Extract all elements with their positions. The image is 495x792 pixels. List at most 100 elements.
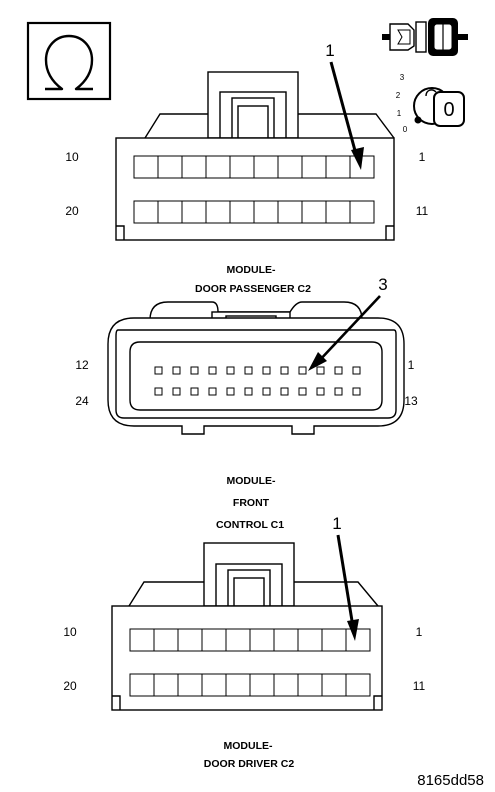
connector-caption: MODULE- — [224, 740, 273, 752]
pin-7 — [244, 366, 253, 375]
callout-arrow — [317, 295, 381, 363]
pin-label-top-left: 10 — [63, 625, 77, 639]
pin-cavity-15 — [249, 673, 275, 697]
pin-cavity-4 — [277, 155, 303, 179]
pin-14 — [334, 387, 343, 396]
pin-cavity-3 — [301, 155, 327, 179]
key-position-label: 0 — [443, 99, 454, 121]
pin-grid — [154, 366, 361, 396]
pin-18 — [262, 387, 271, 396]
pin-grid — [133, 155, 375, 224]
pin-cavity-12 — [325, 200, 351, 224]
pin-cavity-1 — [345, 628, 371, 652]
switch-position-2: 2 — [396, 91, 401, 100]
connector-caption: CONTROL C1 — [216, 519, 284, 531]
pin-12 — [154, 366, 163, 375]
pin-cavity-14 — [277, 200, 303, 224]
switch-position-0: 0 — [403, 125, 408, 134]
connector-front-control-c1: 12 1 24 13 3 MODULE- FRONT CONTROL C1 — [75, 275, 418, 531]
pin-15 — [316, 387, 325, 396]
pin-cavity-8 — [181, 155, 207, 179]
pin-cavity-5 — [249, 628, 275, 652]
figure-reference: 8165dd58 — [417, 772, 484, 789]
connector-caption: DOOR DRIVER C2 — [204, 758, 295, 770]
pin-cavity-20 — [133, 200, 159, 224]
callout-number: 1 — [332, 514, 341, 533]
pin-grid — [129, 628, 371, 697]
pin-label-top-right: 1 — [416, 625, 423, 639]
pin-cavity-11 — [349, 200, 375, 224]
connector-door-driver-c2: 10 1 20 11 1 MODULE- DOOR DRIVER C2 — [63, 514, 425, 770]
pin-label-bottom-right: 13 — [404, 394, 418, 408]
key-switch-icon: 0 3 2 1 0 — [396, 73, 465, 134]
pin-5 — [280, 366, 289, 375]
callout-arrow — [336, 534, 355, 628]
pin-label-top-right: 1 — [419, 150, 426, 164]
pin-10 — [190, 366, 199, 375]
callout-arrowhead — [351, 147, 364, 170]
pin-cavity-6 — [229, 155, 255, 179]
switch-position-3: 3 — [400, 73, 405, 82]
pin-cavity-19 — [153, 673, 179, 697]
pin-9 — [208, 366, 217, 375]
pin-cavity-7 — [205, 155, 231, 179]
ohm-symbol-icon — [26, 21, 112, 101]
pin-label-bottom-left: 20 — [63, 679, 77, 693]
callout-arrowhead — [347, 619, 359, 641]
pin-cavity-6 — [225, 628, 251, 652]
probe-tool-icon — [382, 18, 468, 56]
connector-caption: MODULE- — [227, 475, 276, 487]
pin-label-bottom-right: 11 — [413, 679, 426, 693]
pin-4 — [298, 366, 307, 375]
pin-19 — [244, 387, 253, 396]
pin-cavity-8 — [177, 628, 203, 652]
pin-2 — [334, 366, 343, 375]
pin-cavity-10 — [129, 628, 155, 652]
pin-6 — [262, 366, 271, 375]
pin-cavity-12 — [321, 673, 347, 697]
pin-13 — [352, 387, 361, 396]
pin-cavity-10 — [133, 155, 159, 179]
pin-cavity-18 — [177, 673, 203, 697]
pin-cavity-9 — [157, 155, 183, 179]
pin-cavity-4 — [273, 628, 299, 652]
pin-24 — [154, 387, 163, 396]
pin-cavity-5 — [253, 155, 279, 179]
pin-cavity-16 — [229, 200, 255, 224]
pin-cavity-17 — [205, 200, 231, 224]
pin-cavity-20 — [129, 673, 155, 697]
pin-cavity-18 — [181, 200, 207, 224]
pin-cavity-16 — [225, 673, 251, 697]
pin-cavity-13 — [301, 200, 327, 224]
pin-21 — [208, 387, 217, 396]
pin-16 — [298, 387, 307, 396]
switch-position-1: 1 — [397, 109, 402, 118]
pin-label-bottom-left: 24 — [75, 394, 89, 408]
pin-label-bottom-left: 20 — [65, 204, 79, 218]
pin-label-top-left: 12 — [75, 358, 89, 372]
pin-11 — [172, 366, 181, 375]
pin-label-top-right: 1 — [408, 358, 415, 372]
connector-caption: MODULE- — [227, 264, 276, 276]
pin-8 — [226, 366, 235, 375]
pin-cavity-2 — [321, 628, 347, 652]
pin-cavity-11 — [345, 673, 371, 697]
callout-number: 3 — [378, 275, 387, 294]
pin-1 — [352, 366, 361, 375]
pin-17 — [280, 387, 289, 396]
pin-cavity-3 — [297, 628, 323, 652]
callout-arrow — [329, 61, 359, 159]
pin-cavity-17 — [201, 673, 227, 697]
pin-cavity-9 — [153, 628, 179, 652]
pin-cavity-7 — [201, 628, 227, 652]
callout-number: 1 — [325, 41, 334, 60]
pin-23 — [172, 387, 181, 396]
connector-caption: FRONT — [233, 497, 270, 509]
pin-20 — [226, 387, 235, 396]
connector-caption: DOOR PASSENGER C2 — [195, 283, 311, 295]
pin-3 — [316, 366, 325, 375]
pin-cavity-2 — [325, 155, 351, 179]
pin-label-bottom-right: 11 — [416, 204, 429, 218]
pin-cavity-15 — [253, 200, 279, 224]
